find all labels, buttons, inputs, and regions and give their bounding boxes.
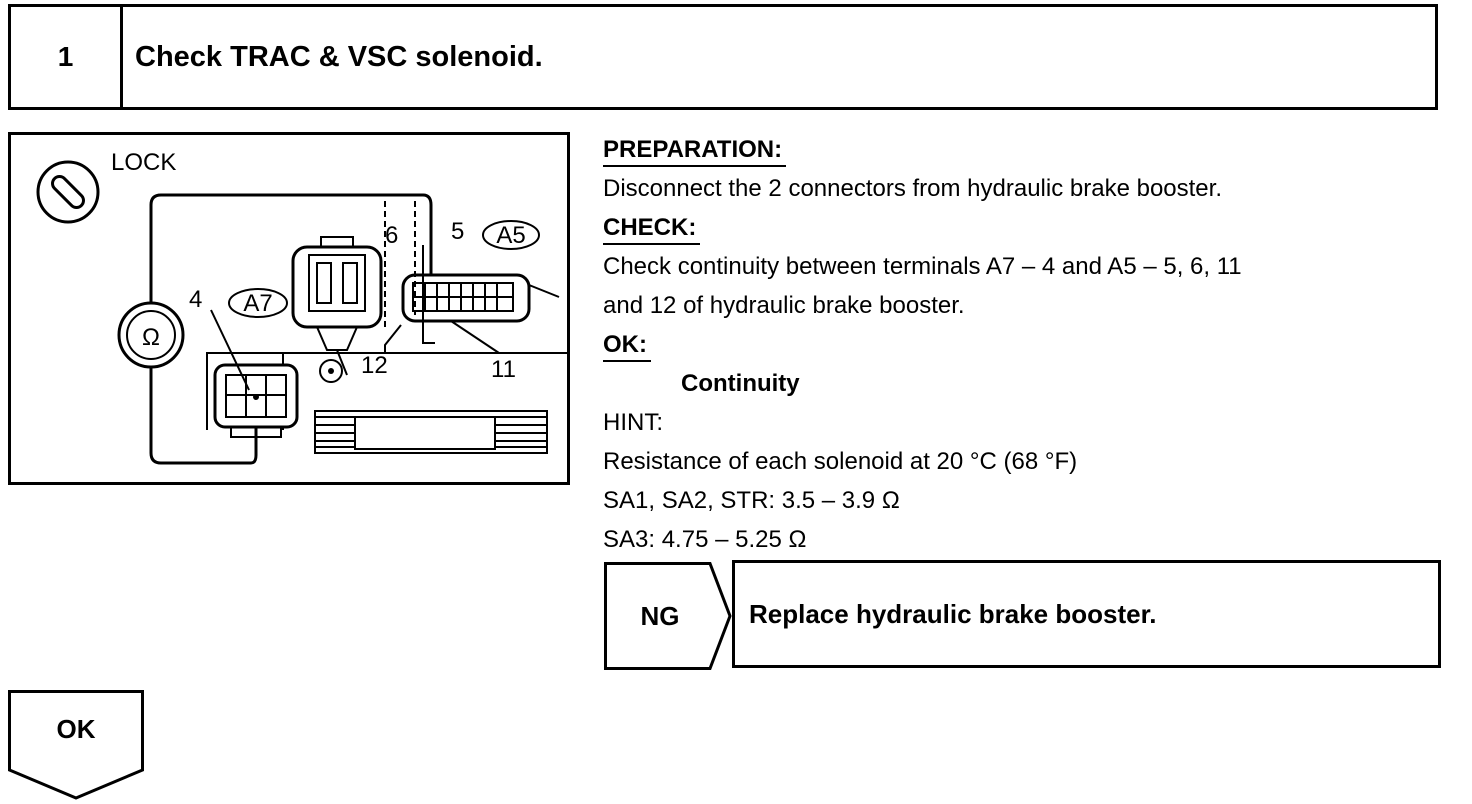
ng-action: Replace hydraulic brake booster. — [732, 560, 1441, 668]
vehicle-body-hatching — [314, 410, 548, 454]
wiring-illustration: LOCK Ω 4 A7 — [8, 132, 570, 485]
step-header: 1 Check TRAC & VSC solenoid. — [8, 4, 1438, 110]
check-label: CHECK: — [603, 213, 701, 245]
booster-connector — [291, 236, 383, 383]
terminal-5-label: 5 — [451, 218, 464, 245]
connector-a7-badge — [228, 288, 288, 318]
ohmmeter-icon: Ω — [117, 301, 185, 369]
ng-label: NG — [640, 600, 680, 631]
meter-symbol: Ω — [142, 324, 160, 351]
ignition-lock-icon — [36, 160, 100, 224]
connector-a7-label: A7 — [243, 290, 272, 317]
check-text-line-1: Check continuity between terminals A7 – … — [603, 253, 1242, 280]
meter-lead-top — [149, 193, 433, 305]
terminal-12-label: 12 — [361, 352, 388, 379]
connector-a7 — [206, 352, 299, 438]
step-title: Check TRAC & VSC solenoid. — [135, 40, 543, 73]
check-text-line-2: and 12 of hydraulic brake booster. — [603, 292, 965, 319]
hint-line-3: SA3: 4.75 – 5.25 Ω — [603, 526, 807, 553]
terminal-4-label: 4 — [189, 286, 202, 313]
connector-a5-label: A5 — [496, 222, 525, 249]
terminal-6-label: 6 — [385, 222, 398, 249]
ok-arrow-box — [8, 690, 144, 800]
meter-lead-bottom — [149, 365, 258, 465]
ok-next-label: OK — [56, 713, 96, 744]
ok-value: Continuity — [681, 370, 800, 397]
ng-arrow-box — [604, 562, 732, 670]
connector-a5-badge — [482, 220, 540, 250]
connector-a5 — [401, 273, 560, 323]
preparation-label: PREPARATION: — [603, 135, 787, 167]
connector-diagram: LOCK Ω 4 A7 — [36, 149, 567, 465]
hint-line-2: SA1, SA2, STR: 3.5 – 3.9 Ω — [603, 487, 900, 514]
hint-label: HINT: — [603, 409, 663, 436]
preparation-text: Disconnect the 2 connectors from hydraul… — [603, 175, 1222, 202]
instructions: PREPARATION: Disconnect the 2 connectors… — [603, 130, 1463, 559]
lock-label: LOCK — [111, 149, 176, 176]
hint-line-1: Resistance of each solenoid at 20 °C (68… — [603, 448, 1078, 475]
ok-label: OK: — [603, 330, 651, 362]
step-number: 1 — [11, 7, 123, 107]
terminal-11-label: 11 — [491, 356, 516, 383]
